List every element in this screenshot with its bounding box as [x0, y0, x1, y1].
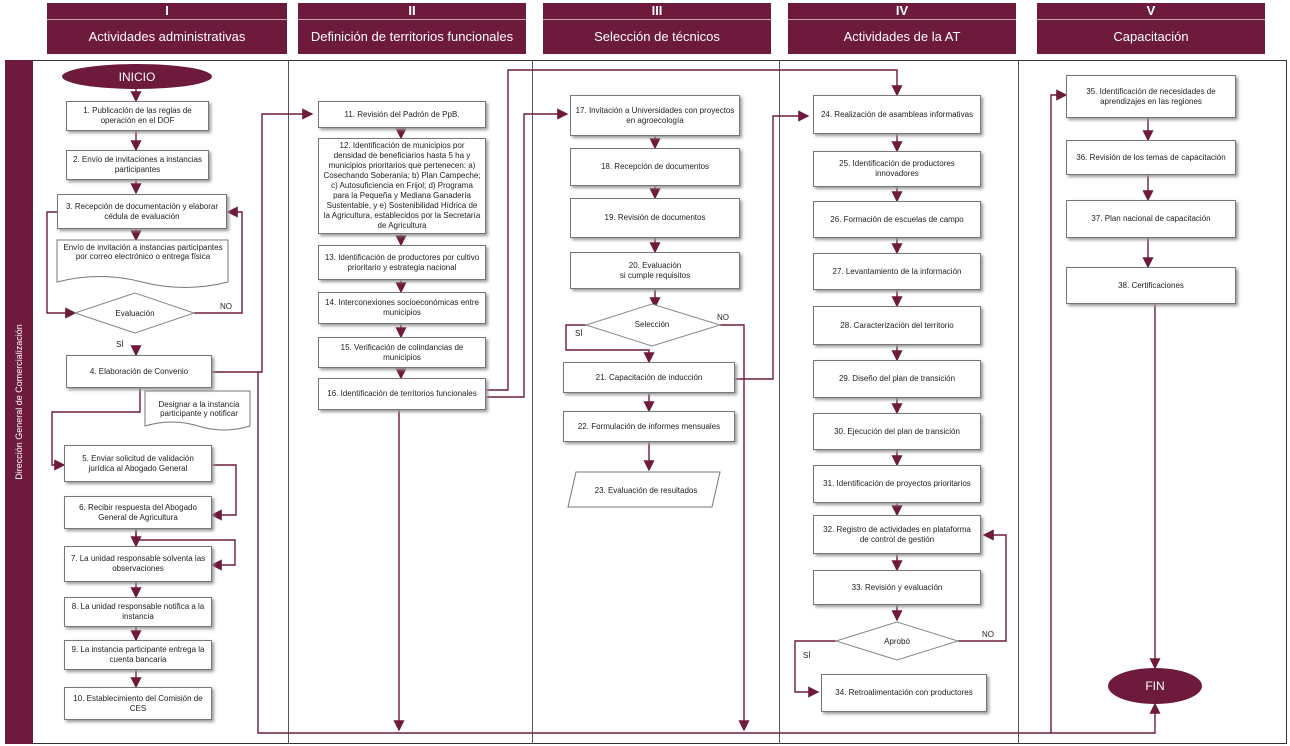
step-25: 25. Identificación de productores innova…	[813, 151, 981, 187]
step-19: 19. Revisión de documentos	[570, 198, 740, 238]
step-24: 24. Realización de asambleas informativa…	[813, 95, 981, 134]
side-label-bar: Dirección General de Comercialización	[5, 60, 33, 744]
step-20: 20. Evaluación si cumple requisitos	[570, 252, 740, 289]
step-7: 7. La unidad responsable solventa las ob…	[64, 546, 212, 582]
step-26: 26. Formación de escuelas de campo	[813, 201, 981, 238]
step-2: 2. Envío de invitaciones a instancias pa…	[66, 150, 209, 180]
lane-number: III	[543, 3, 771, 20]
label-no: NO	[220, 302, 232, 311]
step-32: 32. Registro de actividades en plataform…	[813, 515, 981, 554]
label-no: NO	[982, 630, 994, 639]
decision-aprobo: Aprobó	[884, 637, 910, 646]
step-12: 12. Identificación de municipios por den…	[318, 138, 486, 234]
step-9: 9. La instancia participante entrega la …	[64, 640, 212, 670]
step-17: 17. Invitación a Universidades con proye…	[570, 95, 740, 136]
step-6: 6. Recibir respuesta del Abogado General…	[64, 496, 212, 529]
step-10: 10. Establecimiento del Comisión de CES	[64, 687, 212, 720]
lane-header-3: III Selección de técnicos	[543, 3, 771, 54]
step-13: 13. Identificación de productores por cu…	[318, 245, 486, 280]
lane-header-4: IV Actividades de la AT	[788, 3, 1016, 54]
lane-number: IV	[788, 3, 1016, 20]
step-30: 30. Ejecución del plan de transición	[813, 413, 981, 450]
lane-title: Definición de territorios funcionales	[310, 29, 514, 44]
step-11: 11. Revisión del Padrón de PpB.	[318, 101, 486, 128]
label-no: NO	[717, 313, 729, 322]
step-28: 28. Caracterización del territorio	[813, 306, 981, 345]
decision-selection: Selección	[634, 320, 670, 329]
lane-divider	[288, 60, 289, 744]
step-18: 18. Recepción de documentos	[570, 148, 740, 186]
step-34: 34. Retroalimentación con productores	[821, 674, 987, 712]
step-20-sub: si cumple requisitos	[619, 270, 691, 280]
lane-number: V	[1037, 3, 1265, 20]
step-35: 35. Identificación de necesidades de apr…	[1066, 75, 1236, 118]
decision-evaluation: Evaluación	[115, 309, 155, 318]
step-33: 33. Revisión y evaluación	[813, 570, 981, 605]
lane-divider	[779, 60, 780, 744]
step-36: 36. Revisión de los temas de capacitació…	[1066, 140, 1236, 175]
step-27: 27. Levantamiento de la información	[813, 253, 981, 290]
lane-header-5: V Capacitación	[1037, 3, 1265, 54]
lane-title: Capacitación	[1113, 29, 1189, 44]
step-16: 16. Identificación de territorios funcio…	[318, 378, 486, 410]
label-si: SÍ	[803, 651, 811, 660]
doc-invitation: Envío de invitación a instancias partici…	[63, 243, 223, 261]
end-terminator: FIN	[1108, 668, 1202, 704]
lane-title: Selección de técnicos	[594, 29, 720, 44]
label-si: SÍ	[116, 340, 124, 349]
step-1: 1. Publicación de las reglas de operació…	[66, 101, 209, 131]
step-29: 29. Diseño del plan de transición	[813, 360, 981, 398]
step-14: 14. Interconexiones socioeconómicas entr…	[318, 292, 486, 324]
doc-designar: Designar a la instancia participante y n…	[158, 400, 240, 418]
lane-title: Actividades administrativas	[88, 29, 246, 44]
step-15: 15. Verificación de colindancias de muni…	[318, 337, 486, 368]
step-4: 4. Elaboración de Convenio	[66, 355, 212, 388]
start-terminator: INICIO	[62, 64, 212, 89]
step-3: 3. Recepción de documentación y elaborar…	[57, 194, 227, 229]
step-23: 23. Evaluación de resultados	[594, 486, 698, 495]
step-31: 31. Identificación de proyectos priorita…	[813, 465, 981, 503]
label-si: SÍ	[575, 329, 583, 338]
step-20-title: 20. Evaluación	[628, 260, 682, 270]
lane-number: II	[298, 3, 526, 20]
step-37: 37. Plan nacional de capacitación	[1066, 200, 1236, 238]
step-5: 5. Enviar solicitud de validación jurídi…	[64, 445, 212, 482]
lane-divider	[532, 60, 533, 744]
lane-number: I	[47, 3, 287, 20]
lane-header-1: I Actividades administrativas	[47, 3, 287, 54]
step-38: 38. Certificaciones	[1066, 267, 1236, 304]
lane-title: Actividades de la AT	[843, 29, 961, 44]
lane-divider	[1018, 60, 1019, 744]
step-21: 21. Capacitación de inducción	[563, 362, 735, 393]
step-8: 8. La unidad responsable notifica a la i…	[64, 597, 212, 627]
lane-header-2: II Definición de territorios funcionales	[298, 3, 526, 54]
step-22: 22. Formulación de informes mensuales	[563, 411, 735, 442]
